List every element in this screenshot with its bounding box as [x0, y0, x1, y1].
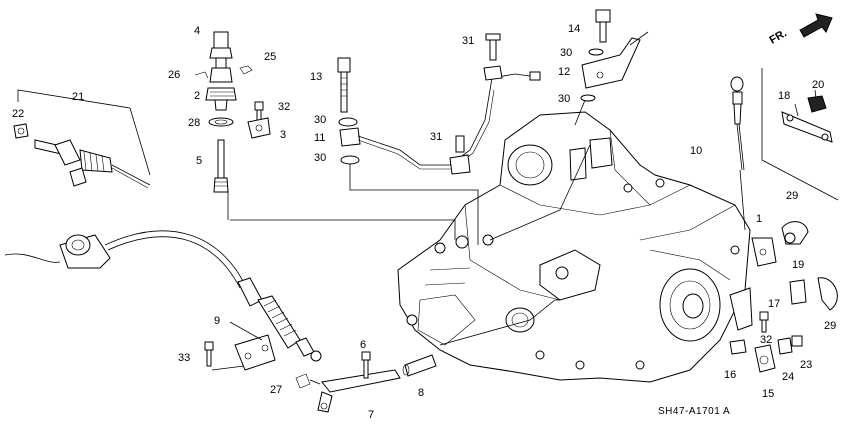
- bracket-12: [580, 9, 649, 102]
- leader-lines: [227, 99, 746, 346]
- callout-6: 6: [360, 339, 366, 351]
- callout-15: 15: [762, 388, 774, 400]
- callout-7: 7: [368, 409, 374, 421]
- callout-18: 18: [778, 90, 790, 102]
- callout-3: 3: [280, 129, 286, 141]
- callout-1: 1: [756, 213, 762, 225]
- callout-30a: 30: [314, 114, 326, 126]
- callout-14: 14: [568, 23, 580, 35]
- callout-21: 21: [72, 91, 84, 103]
- callout-19: 19: [792, 259, 804, 271]
- callout-10: 10: [690, 145, 702, 157]
- callout-2: 2: [194, 90, 200, 102]
- bolt-bracket-3: [247, 101, 271, 139]
- callouts: 4 25 26 2 32 28 3 5 21 22 13 31 30 11 30…: [12, 23, 836, 421]
- callout-22: 22: [12, 108, 24, 120]
- callout-26: 26: [168, 69, 180, 81]
- callout-29b: 29: [824, 320, 836, 332]
- front-direction-marker: FR.: [768, 13, 833, 47]
- bracket-9: [204, 321, 276, 371]
- callout-8: 8: [418, 387, 424, 399]
- callout-9: 9: [214, 315, 220, 327]
- diagram-code: SH47-A1701 A: [658, 406, 730, 417]
- callout-4: 4: [194, 25, 200, 37]
- dipstick-10: [730, 76, 745, 171]
- callout-17: 17: [768, 298, 780, 310]
- callout-27: 27: [270, 384, 282, 396]
- right-side-parts: [729, 221, 838, 373]
- cable-assembly-21: [13, 89, 151, 189]
- callout-11: 11: [314, 132, 325, 144]
- callout-29a: 29: [786, 190, 798, 202]
- callout-16: 16: [724, 369, 736, 381]
- shift-cable: [4, 230, 322, 362]
- speedometer-assembly: [194, 31, 253, 193]
- callout-25: 25: [264, 51, 276, 63]
- callout-12: 12: [558, 66, 570, 78]
- callout-33: 33: [178, 352, 190, 364]
- direction-label: FR.: [768, 27, 789, 46]
- callout-28: 28: [188, 117, 200, 129]
- shift-lever-7: [295, 351, 437, 413]
- callout-30b: 30: [314, 152, 326, 164]
- callout-23: 23: [800, 359, 812, 371]
- vent-tube-assembly: [337, 33, 541, 175]
- callout-30d: 30: [558, 93, 570, 105]
- callout-20: 20: [812, 79, 824, 91]
- arrow-icon: [799, 13, 833, 38]
- callout-32b: 32: [760, 334, 772, 346]
- callout-24: 24: [782, 371, 794, 383]
- callout-5: 5: [196, 155, 202, 167]
- inset-box: [761, 68, 839, 201]
- callout-30c: 30: [560, 47, 572, 59]
- transmission-housing: [397, 111, 751, 383]
- callout-32: 32: [278, 101, 290, 113]
- callout-31b: 31: [430, 131, 442, 143]
- callout-13: 13: [310, 71, 322, 83]
- callout-31a: 31: [462, 35, 474, 47]
